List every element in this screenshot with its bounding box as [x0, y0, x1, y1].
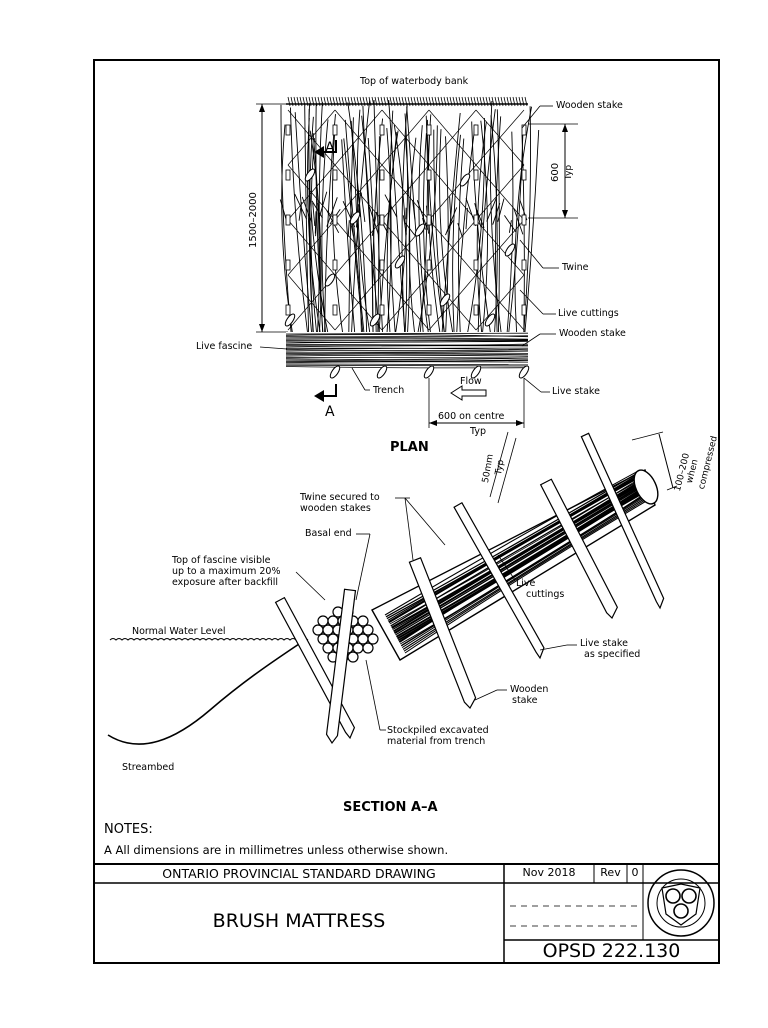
- drawing-date: Nov 2018: [522, 866, 576, 879]
- stockpiled-label-1: Stockpiled excavated: [387, 725, 489, 736]
- revision-label: Rev: [600, 866, 621, 879]
- title-block: [94, 863, 719, 963]
- revision-value: 0: [631, 866, 639, 879]
- trench-label: Trench: [373, 385, 405, 396]
- section-title: SECTION A–A: [343, 800, 438, 815]
- top-of-bank-label: Top of waterbody bank: [360, 76, 469, 87]
- sheet-border: [93, 59, 720, 964]
- notes-line-1: A All dimensions are in millimetres unle…: [104, 843, 449, 857]
- live-cuttings-label: Live cuttings: [558, 308, 619, 319]
- section-marker-top: A: [325, 140, 335, 156]
- streambed-label: Streambed: [122, 762, 175, 773]
- centre-typ-label: Typ: [470, 426, 486, 437]
- normal-water-level-label: Normal Water Level: [132, 626, 226, 637]
- wooden-stake-bottom-label: Wooden stake: [559, 328, 626, 339]
- plan-title: PLAN: [390, 440, 429, 455]
- twine-label: Twine: [562, 262, 589, 273]
- twine-secured-label-1: Twine secured to: [300, 492, 380, 503]
- flow-label: Flow: [460, 376, 482, 387]
- notes-heading: NOTES:: [104, 822, 153, 837]
- spacing-typ-label: Typ: [564, 164, 574, 180]
- drawing-title: BRUSH MATTRESS: [212, 910, 386, 932]
- wooden-stake-section-1: Wooden: [510, 684, 549, 695]
- section-marker-bottom: A: [325, 404, 335, 420]
- height-dimension-label: 1500–2000: [248, 192, 259, 248]
- live-cuttings-section-2: cuttings: [526, 589, 565, 600]
- basal-end-label: Basal end: [305, 528, 352, 539]
- live-fascine-plan: [285, 332, 530, 379]
- live-fascine-label: Live fascine: [196, 341, 253, 352]
- ontario-standards-seal: [647, 869, 715, 937]
- live-cuttings-section-1: Live: [516, 578, 536, 589]
- wooden-stake-section-2: stake: [512, 695, 538, 706]
- stockpiled-label-2: material from trench: [387, 736, 486, 747]
- plan-view: [256, 96, 578, 428]
- live-stake-label: Live stake: [552, 386, 600, 397]
- organization-title: ONTARIO PROVINCIAL STANDARD DRAWING: [162, 866, 436, 881]
- centre-spacing-label: 600 on centre: [438, 411, 505, 422]
- section-stakes: [274, 432, 665, 745]
- spacing-600-label: 600: [550, 162, 561, 182]
- top-fascine-label-1: Top of fascine visible: [172, 555, 271, 566]
- live-stake-section-1: Live stake: [580, 638, 628, 649]
- drawing-number: OPSD 222.130: [542, 940, 681, 962]
- section-view: [107, 431, 678, 745]
- live-stake-section-2: as specified: [584, 649, 641, 660]
- top-fascine-label-3: exposure after backfill: [172, 577, 279, 588]
- wooden-stakes-plan: [284, 124, 527, 327]
- top-fascine-label-2: up to a maximum 20%: [172, 566, 281, 577]
- twine-secured-label-2: wooden stakes: [300, 503, 371, 514]
- wooden-stake-top-label: Wooden stake: [556, 100, 623, 111]
